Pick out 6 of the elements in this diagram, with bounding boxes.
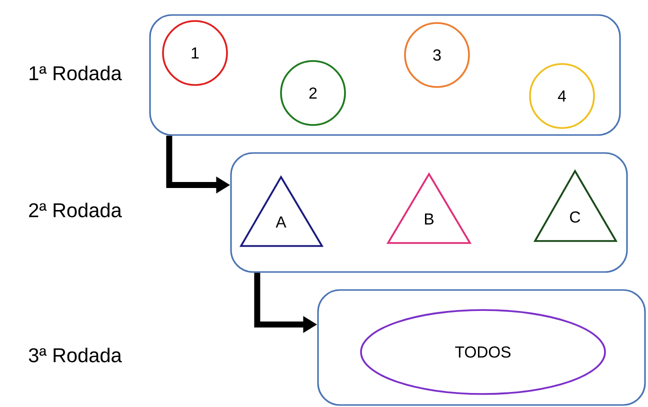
round-label: 2ª Rodada <box>29 202 122 218</box>
group-box <box>149 14 621 136</box>
group-box <box>230 152 628 273</box>
round-label: 3ª Rodada <box>28 348 122 362</box>
group-box <box>317 289 646 406</box>
round-label: 1ª Rodada <box>30 66 122 80</box>
